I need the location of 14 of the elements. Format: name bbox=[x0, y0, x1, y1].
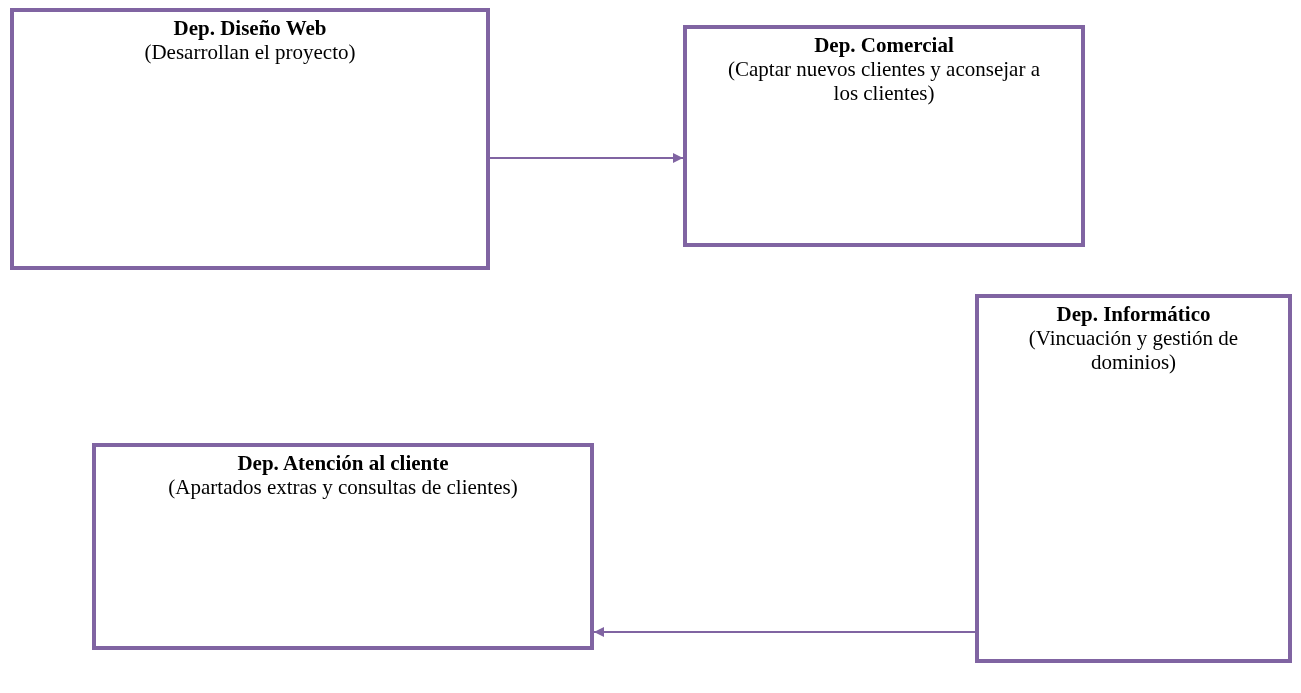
department-box bbox=[10, 8, 490, 270]
department-box bbox=[975, 294, 1292, 663]
department-box bbox=[92, 443, 594, 650]
department-title: Dep. Comercial bbox=[813, 33, 955, 57]
department-box bbox=[683, 25, 1085, 247]
department-title: Dep. Atención al cliente bbox=[236, 451, 450, 475]
arrow bbox=[489, 153, 684, 163]
department-description: (Apartados extras y consultas de clientes) bbox=[167, 475, 519, 499]
arrow bbox=[593, 627, 976, 637]
department-title: Dep. Diseño Web bbox=[172, 16, 328, 40]
department-description: (Desarrollan el proyecto) bbox=[143, 40, 357, 64]
department-title: Dep. Informático bbox=[1055, 302, 1212, 326]
department-description: (Captar nuevos clientes y aconsejar a los clientes) bbox=[727, 57, 1041, 105]
department-description: (Vincuación y gestión de dominios) bbox=[1027, 326, 1240, 374]
